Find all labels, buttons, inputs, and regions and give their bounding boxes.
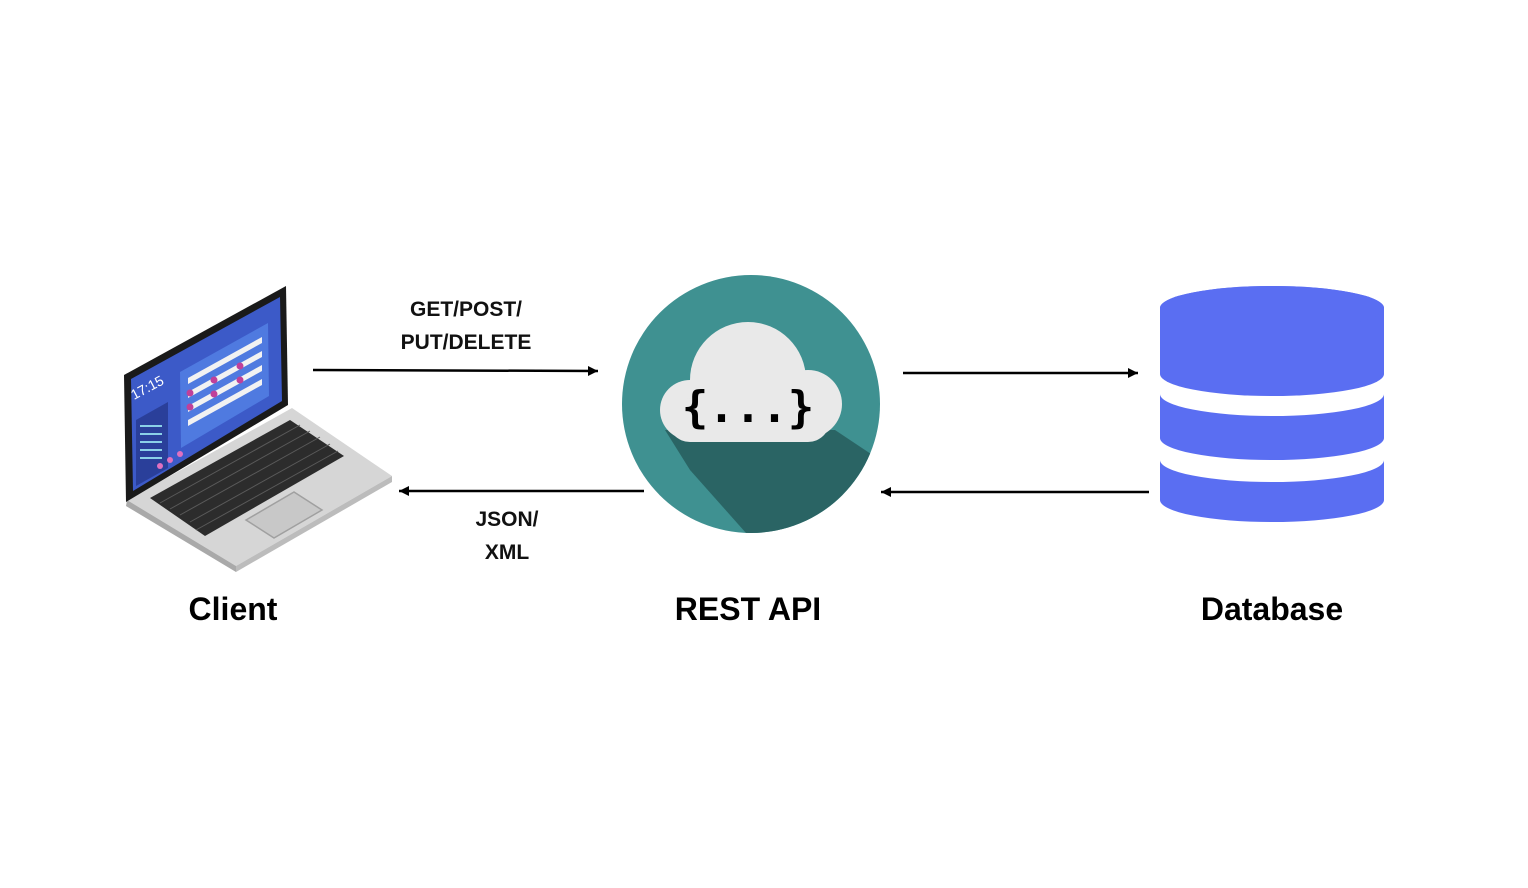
database-middle-disk <box>1160 394 1384 460</box>
api-braces-icon: {...} <box>682 382 814 433</box>
cloud-api-icon: {...} <box>622 275 880 533</box>
database-icon <box>1160 286 1384 522</box>
laptop-touchpad <box>244 491 324 539</box>
cloud-shape <box>660 322 842 442</box>
arrow-client-to-api <box>312 365 599 376</box>
rest-api-label: REST API <box>674 591 822 627</box>
laptop-icon: 17:15 <box>124 286 392 572</box>
database-label: Database <box>1200 591 1344 627</box>
response-format-line-1: JSON/ <box>475 508 539 531</box>
request-methods-label: GET/POST/ PUT/DELETE <box>366 293 566 359</box>
request-methods-line-2: PUT/DELETE <box>400 331 532 354</box>
database-bottom-disk <box>1160 460 1384 522</box>
response-format-line-2: XML <box>484 541 530 564</box>
request-methods-line-1: GET/POST/ <box>409 298 522 321</box>
client-label: Client <box>188 591 278 627</box>
response-format-label: JSON/ XML <box>437 503 577 569</box>
